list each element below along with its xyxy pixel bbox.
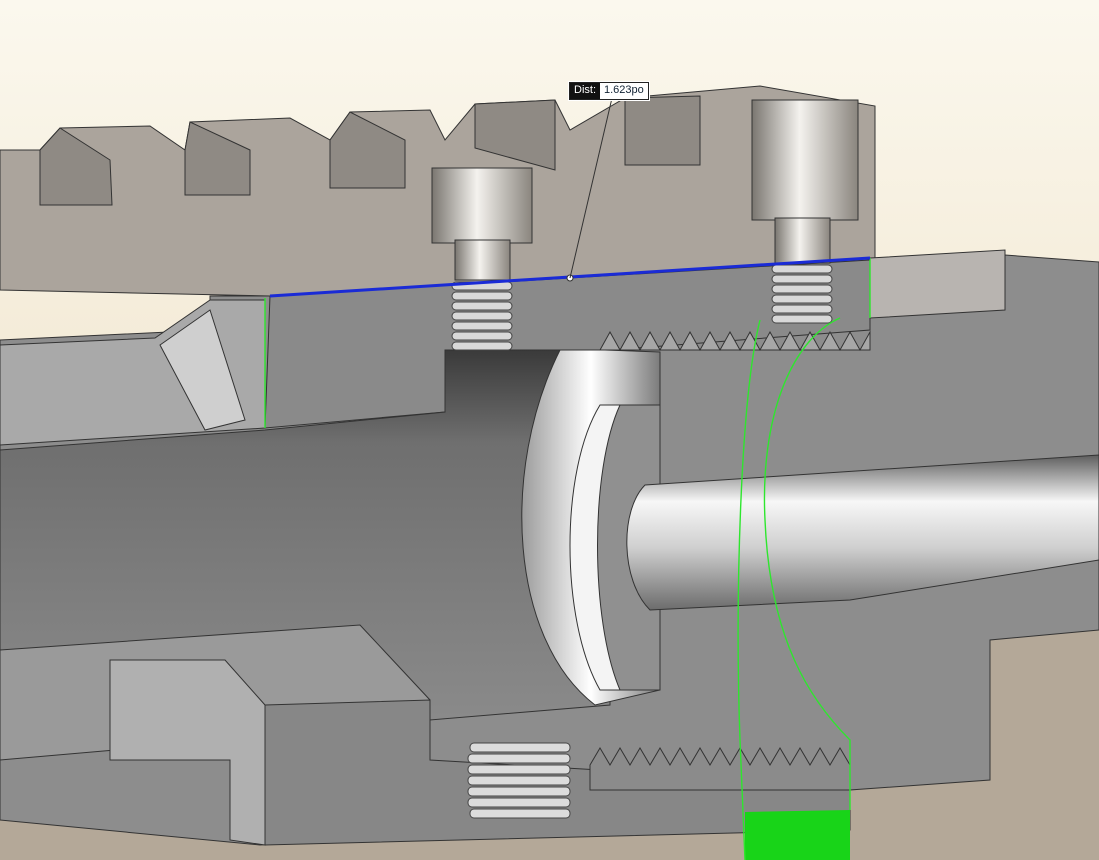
measurement-label: Dist: (570, 83, 600, 99)
lower-threads (589, 747, 851, 791)
measure-leader (569, 97, 613, 279)
rail-slots (39, 95, 701, 206)
rail-screw-1 (431, 167, 533, 351)
lower-screw (467, 742, 571, 819)
lower-left-step (109, 659, 266, 846)
measurement-callout: Dist: 1.623po (569, 82, 649, 100)
left-groove (159, 309, 246, 431)
rail-extension (869, 249, 1006, 319)
selected-face-outline (264, 258, 871, 860)
rail-screw-2 (751, 99, 859, 324)
upper-threads (599, 330, 871, 352)
barrel-tenon (626, 454, 1099, 611)
selected-face[interactable] (745, 810, 850, 860)
measurement-value: 1.623po (600, 83, 648, 99)
